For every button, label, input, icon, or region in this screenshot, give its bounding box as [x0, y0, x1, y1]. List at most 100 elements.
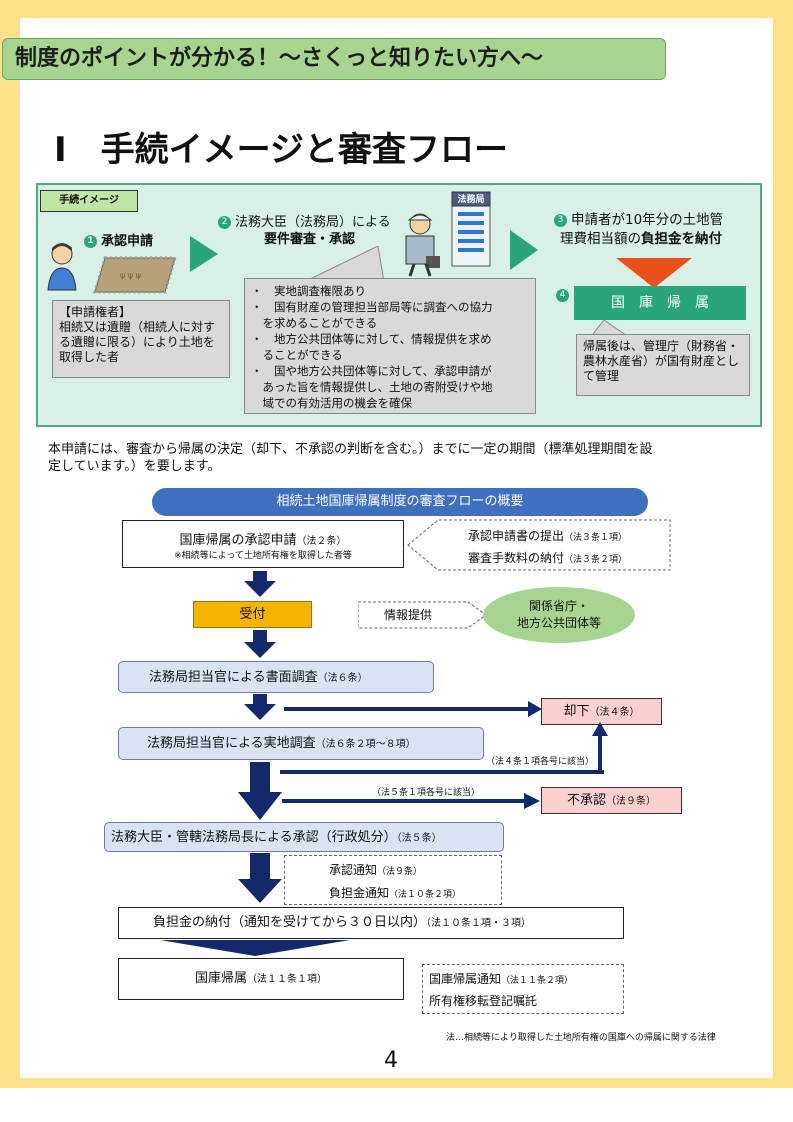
step2-box-line: ・ 国や地方公共団体等に対して、承認申請が: [251, 364, 492, 378]
flow-agencies-line: 関係省庁・: [528, 599, 589, 613]
flow-header: 相続土地国庫帰属制度の審査フローの概要: [152, 488, 648, 516]
flow-notice-item: 承認通知: [329, 863, 378, 877]
process-tag: 手続イメージ: [40, 190, 138, 212]
flow-arrow-up-to-reject: [280, 722, 608, 774]
intro-line: 定しています。）を要します。: [48, 459, 221, 474]
flow-arrow-down: [244, 630, 276, 658]
step2-box-line: ることができる: [251, 348, 343, 362]
land-plot-icon: ψ ψ ψ: [92, 256, 178, 294]
intro-line: 本申請には、審査から帰属の決定（却下、不承認の判断を含む。）までに一定の期間（標…: [48, 442, 653, 457]
flow-apply-side-callout: [407, 519, 671, 571]
flow-notices: 承認通知（法９条） 負担金通知（法１０条２項）: [284, 855, 502, 905]
step4-box: 帰属後は、管理庁（財務省・ 農林水産省）が国有財産とし て管理: [576, 334, 750, 396]
flow-payment: 負担金の納付（通知を受けてから３０日以内）（法１０条１項・３項）: [118, 907, 624, 939]
flow-approval: 法務大臣・管轄法務局長による承認（行政処分）（法５条）: [104, 822, 504, 852]
legal-affairs-bureau-building-icon: [451, 191, 491, 267]
step4-box-line: て管理: [583, 369, 620, 383]
flow-arrow-down: [238, 762, 282, 820]
callout-pointer: [590, 320, 630, 338]
step2-title: 2 法務大臣（法務局）による: [218, 211, 391, 230]
flow-apply-side-item: 承認申請書の提出: [468, 529, 565, 543]
flow-arrow-to-disapprove: [282, 793, 540, 809]
page-border-left: [0, 0, 20, 1088]
applicant-box-line: 相続又は遺贈（相続人に対す: [59, 320, 216, 334]
flow-apply-label: 国庫帰属の承認申請: [179, 533, 297, 548]
step2-box-line: ・ 国有財産の管理担当部局等に調査への協力: [251, 300, 493, 314]
page-border-right: [773, 0, 793, 1088]
step3-number: 3: [554, 213, 567, 227]
flow-info-provide: 情報提供: [384, 608, 433, 622]
flow-apply-note: ※相続等によって土地所有権を取得した者等: [174, 551, 352, 561]
flow-reject-label: 却下: [563, 704, 590, 719]
flow-final-side-law: （法１１条２項）: [501, 976, 574, 986]
applicant-box-line: 【申請権者】: [59, 305, 132, 319]
arrow-down-icon: [616, 258, 692, 288]
footnote: 法…相続等により取得した土地所有権の国庫への帰属に関する法律: [446, 1033, 716, 1043]
applicant-box-line: る遺贈に限る）により土地を: [59, 335, 215, 349]
arrow-right-icon: [510, 230, 538, 270]
arrow-right-icon: [190, 236, 218, 272]
page-border-bottom: [0, 1078, 793, 1088]
flow-field-review-law: （法６条２項～８項）: [315, 739, 416, 750]
flow-apply-side-item: 審査手数料の納付: [468, 551, 565, 565]
applicant-box: 【申請権者】 相続又は遺贈（相続人に対す る遺贈に限る）により土地を 取得した者: [52, 300, 230, 378]
flow-final-side-item: 所有権移転登記嘱託: [429, 994, 538, 1008]
flow-document-review-law: （法６条）: [317, 673, 368, 684]
flow-document-review: 法務局担当官による書面調査（法６条）: [118, 661, 434, 693]
flow-agencies-line: 地方公共団体等: [516, 616, 601, 630]
flow-apply-box: 国庫帰属の承認申請（法２条） ※相続等によって土地所有権を取得した者等: [122, 520, 404, 568]
intro-text: 本申請には、審査から帰属の決定（却下、不承認の判断を含む。）までに一定の期間（標…: [48, 441, 653, 475]
step3-emphasis: 負担金を納付: [641, 231, 722, 247]
step3-line1: 申請者が10年分の土地管: [571, 212, 724, 228]
applicant-person-icon: [47, 243, 77, 291]
flow-payment-law: （法１０条１項・３項）: [426, 918, 532, 929]
flow-info-provide-callout: [358, 601, 487, 629]
flow-apply-law: （法２条）: [296, 536, 347, 547]
flow-final-side: 国庫帰属通知（法１１条２項） 所有権移転登記嘱託: [422, 964, 624, 1014]
flow-apply-side-law: （法３条２項）: [564, 555, 628, 565]
flow-field-review-label: 法務局担当官による実地調査: [147, 736, 316, 751]
flow-approval-label: 法務大臣・管轄法務局長による承認（行政処分）: [111, 830, 397, 845]
flow-notice-law: （法９条）: [377, 867, 423, 877]
flow-disapprove-law: （法９条）: [606, 796, 656, 807]
callout-pointer: [303, 246, 384, 282]
flow-receipt: 受付: [193, 601, 312, 628]
flow-notice-item: 負担金通知: [329, 886, 390, 900]
step2-number: 2: [218, 216, 231, 229]
flow-wide-arrow-down: [160, 940, 350, 956]
step2-box-line: ・ 実地調査権限あり: [251, 284, 366, 298]
step4-label: 国 庫 帰 属: [574, 286, 746, 320]
building-sign: 法務局: [457, 195, 485, 205]
flow-final: 国庫帰属（法１１条１項）: [118, 958, 404, 1000]
flow-disapprove-label: 不承認: [566, 793, 606, 808]
step1-number: 1: [84, 235, 97, 248]
page-number: 4: [384, 1048, 398, 1073]
flow-disapprove: 不承認（法９条）: [541, 787, 682, 814]
step4-box-line: 農林水産省）が国有財産とし: [583, 354, 740, 368]
flow-final-law: （法１１条１項）: [247, 974, 327, 985]
step2-box: ・ 実地調査権限あり ・ 国有財産の管理担当部局等に調査への協力 を求めることが…: [244, 278, 536, 414]
step2-box-line: 域での有効活用の機会を確保: [251, 396, 412, 410]
flow-field-review: 法務局担当官による実地調査（法６条２項～８項）: [118, 727, 484, 760]
flow-final-label: 国庫帰属: [194, 971, 247, 986]
step3-title: 3 申請者が10年分の土地管: [554, 208, 723, 228]
applicant-box-line: 取得した者: [59, 350, 120, 364]
step2-subtitle: 要件審査・承認: [264, 232, 356, 247]
step3-line2a: 理費相当額の: [560, 231, 641, 247]
step2-line1: 法務大臣（法務局）による: [235, 215, 391, 230]
page-banner: 制度のポイントが分かる！～さくっと知りたい方へ～: [2, 38, 666, 80]
flow-arrow-down: [244, 571, 276, 597]
flow-disapprove-note: （法５条１項各号に該当）: [372, 788, 481, 798]
official-person-icon: [405, 213, 440, 277]
flow-apply-side-law: （法３条１項）: [564, 533, 628, 543]
flow-approval-law: （法５条）: [396, 833, 442, 844]
step2-box-line: を求めることができる: [251, 316, 378, 330]
step1-label: 承認申請: [101, 234, 154, 249]
flow-reject-law: （法４条）: [589, 707, 640, 718]
step2-box-line: ・ 地方公共団体等に対して、情報提供を求め: [251, 332, 492, 346]
flow-arrow-down: [238, 853, 282, 903]
flow-notice-law: （法１０条２項）: [389, 890, 462, 900]
step3-line2: 理費相当額の負担金を納付: [560, 227, 722, 247]
flow-apply-side: 承認申請書の提出（法３条１項） 審査手数料の納付（法３条２項）: [468, 526, 627, 570]
svg-text:ψ ψ ψ: ψ ψ ψ: [120, 271, 141, 280]
